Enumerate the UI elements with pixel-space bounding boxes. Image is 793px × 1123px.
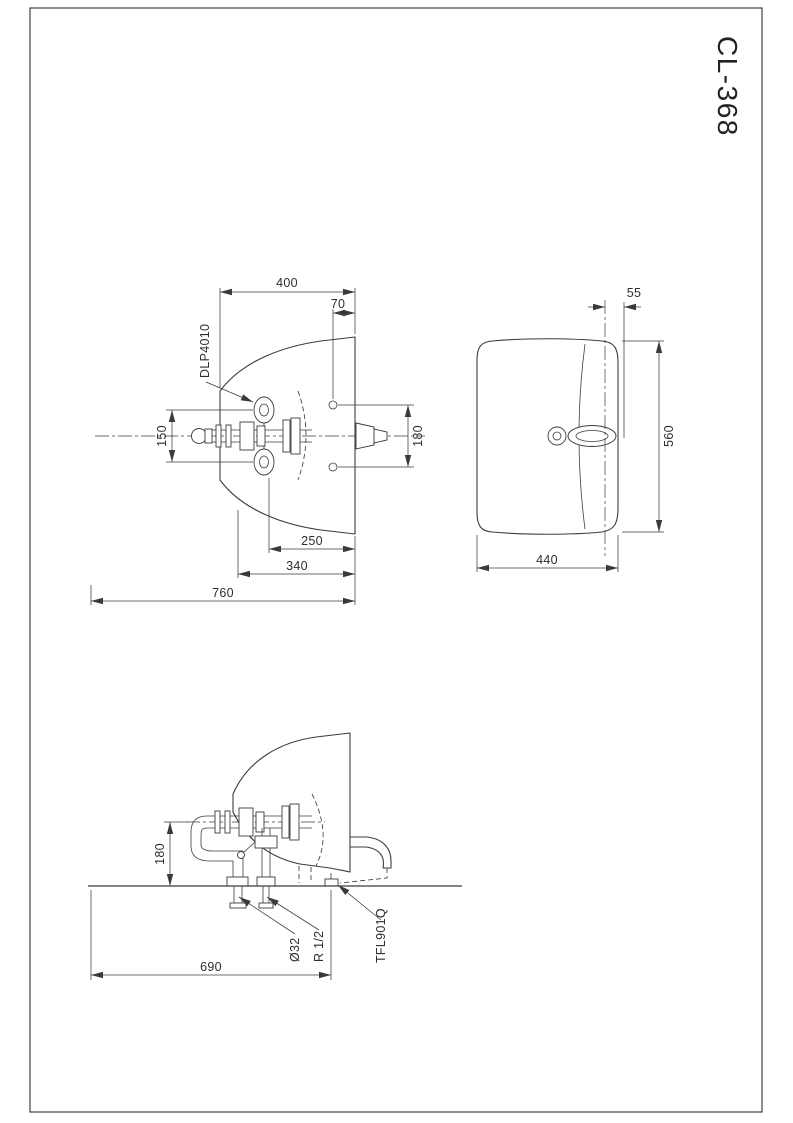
supply-floor-flange (256, 876, 276, 887)
dim-560-text: 560 (662, 425, 676, 447)
dim-55-text: 55 (627, 286, 642, 300)
mounting-hole-bottom (328, 462, 338, 472)
dim-180-elevation: 180 (153, 821, 188, 886)
drain-dia-label: Ø32 (288, 937, 302, 962)
side-basin-outline (476, 338, 619, 535)
callout-drain-dia: Ø32 (238, 896, 302, 962)
dim-150-text: 150 (155, 425, 169, 447)
dim-400-text: 400 (276, 276, 298, 290)
elevation-piping (190, 803, 339, 909)
stop-valve-label: TFL901Q (374, 908, 388, 963)
supply-thread-label: R 1/2 (312, 931, 326, 962)
side-faucet (547, 425, 617, 447)
side-view: 55 560 440 (476, 286, 676, 572)
model-title: CL-368 (712, 36, 743, 137)
dim-760-text: 760 (212, 586, 234, 600)
dim-340: 340 (237, 510, 355, 578)
dim-440-text: 440 (536, 553, 558, 567)
dim-690: 690 (90, 890, 332, 980)
callout-stop-valve: TFL901Q (337, 884, 388, 963)
callout-dlp4010: DLP4010 (198, 324, 254, 403)
elevation-view: 180 Ø32 R 1/2 TFL901Q 690 (88, 732, 462, 980)
wall-faucet-body (355, 422, 375, 450)
dim-70-text: 70 (331, 297, 346, 311)
stop-valve-body (254, 835, 278, 849)
dim-180-plan: 180 (338, 404, 425, 468)
dim-440: 440 (476, 535, 619, 572)
sheet-border (29, 7, 763, 1113)
wall-faucet-tip (373, 428, 388, 444)
dim-70: 70 (331, 297, 355, 399)
tfl901q-fitting (324, 878, 339, 887)
drain-fitting-label: DLP4010 (198, 324, 212, 378)
dim-180-elevation-text: 180 (153, 843, 167, 865)
callout-supply-thread: R 1/2 (266, 896, 326, 962)
dim-180-plan-text: 180 (411, 425, 425, 447)
stop-valve-handle (237, 851, 245, 859)
dim-560: 560 (622, 340, 676, 533)
dim-250: 250 (268, 478, 356, 605)
dim-760: 760 (90, 585, 355, 605)
dim-55: 55 (588, 286, 641, 438)
elevation-spout (339, 836, 392, 884)
dim-690-text: 690 (200, 960, 222, 974)
mounting-hole-top (328, 400, 338, 410)
drain-floor-flange (226, 876, 249, 887)
plan-fittings (191, 396, 388, 476)
plan-view: DLP4010 400 70 150 180 (90, 276, 425, 605)
dim-250-text: 250 (301, 534, 323, 548)
dim-340-text: 340 (286, 559, 308, 573)
dim-150: 150 (155, 409, 253, 463)
dim-400: 400 (219, 276, 356, 388)
